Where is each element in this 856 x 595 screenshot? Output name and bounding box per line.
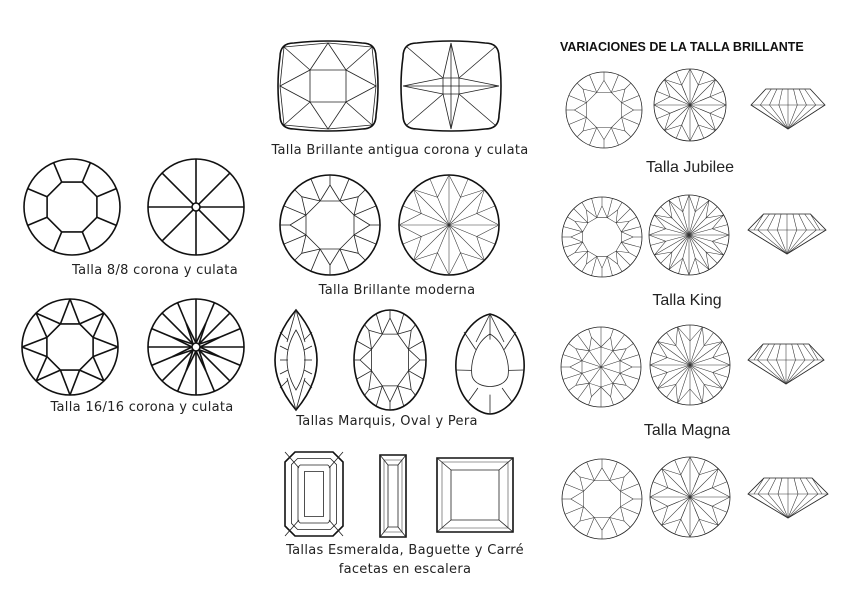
marquis-cut-drawing bbox=[274, 308, 318, 412]
caption-cut-8-8: Talla 8/8 corona y culata bbox=[72, 263, 238, 278]
oval-cut-drawing bbox=[353, 309, 427, 411]
variations-title: VARIACIONES DE LA TALLA BRILLANTE bbox=[560, 40, 804, 54]
modern-brilliant-crown-drawing bbox=[279, 174, 381, 276]
jubilee-cut-drawings bbox=[565, 68, 826, 149]
baguette-cut-drawing bbox=[379, 454, 407, 538]
modern-brilliant-pavilion-drawing bbox=[398, 174, 500, 276]
pear-cut-drawing bbox=[455, 313, 525, 415]
caption-step-cuts-line1: Tallas Esmeralda, Baguette y Carré bbox=[286, 543, 524, 558]
caption-marquis-oval-pear: Tallas Marquis, Oval y Pera bbox=[296, 414, 478, 429]
magna-cut-drawings bbox=[560, 324, 825, 408]
cut-8-8-pavilion-drawing bbox=[147, 158, 245, 256]
cut-16-16-crown-drawing bbox=[21, 298, 119, 396]
old-brilliant-pavilion-drawing bbox=[400, 40, 502, 132]
caption-magna: Talla Magna bbox=[643, 422, 731, 439]
caption-jubilee: Talla Jubilee bbox=[645, 159, 735, 176]
king-cut-drawings bbox=[561, 194, 827, 278]
caption-modern-brilliant: Talla Brillante moderna bbox=[318, 283, 476, 298]
old-brilliant-crown-drawing bbox=[277, 40, 379, 132]
caption-king: Talla King bbox=[652, 292, 722, 309]
caption-step-cuts-line2: facetas en escalera bbox=[338, 562, 472, 577]
cut-8-8-crown-drawing bbox=[23, 158, 121, 256]
caption-cut-16-16: Talla 16/16 corona y culata bbox=[50, 400, 234, 415]
cut-16-16-pavilion-drawing bbox=[147, 298, 245, 396]
emerald-cut-drawing bbox=[284, 451, 344, 537]
caption-old-brilliant: Talla Brillante antigua corona y culata bbox=[271, 143, 529, 158]
brilliant-variation-drawings bbox=[561, 456, 829, 540]
carre-cut-drawing bbox=[436, 457, 514, 533]
